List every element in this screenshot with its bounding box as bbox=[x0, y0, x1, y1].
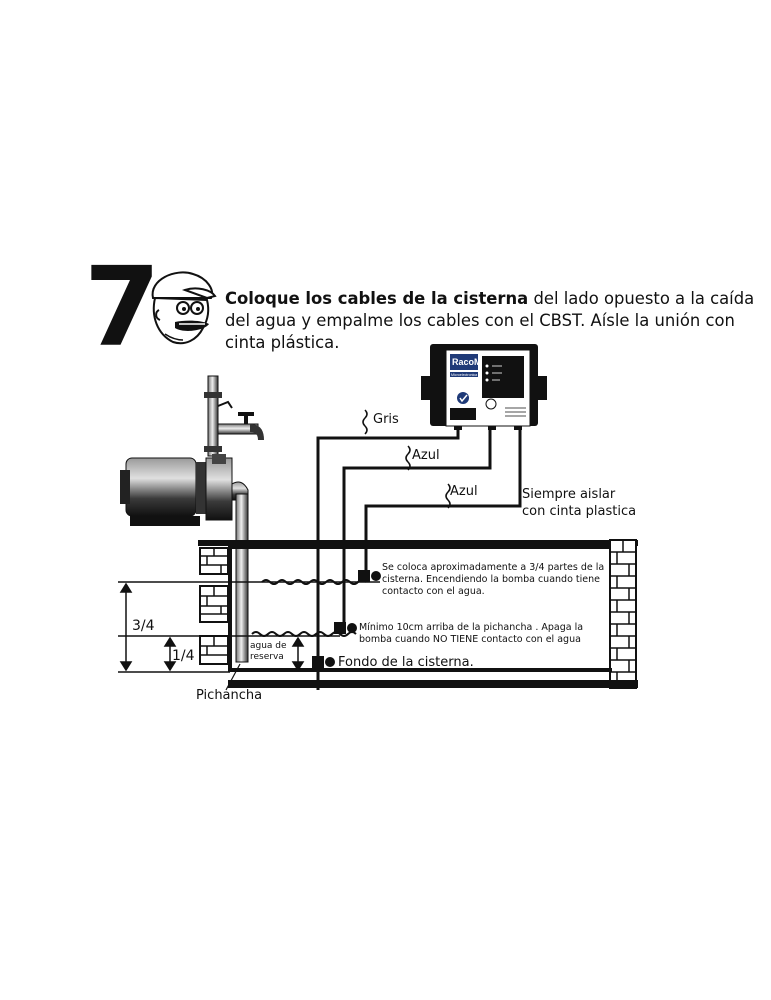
label-siempre-aislar: Siempre aislar con cinta plastica bbox=[522, 487, 637, 519]
label-azul-1: Azul bbox=[412, 448, 440, 463]
label-one-quarter: 1/4 bbox=[172, 648, 195, 664]
label-sensor-top: Se coloca aproximadamente a 3/4 partes d… bbox=[382, 562, 605, 597]
controller-brand: RacoM bbox=[452, 357, 482, 367]
sensors bbox=[312, 570, 381, 668]
right-brick-wall bbox=[609, 539, 637, 689]
instruction-text: Coloque los cables de la cisterna del la… bbox=[225, 288, 755, 354]
worker-mascot-icon bbox=[151, 271, 217, 345]
label-agua-reserva: agua de reserva bbox=[250, 641, 287, 662]
instruction-rest: del lado opuesto a la caída del agua y e… bbox=[225, 289, 755, 352]
pump bbox=[120, 454, 249, 526]
pipe-tap bbox=[204, 375, 264, 457]
label-gris: Gris bbox=[373, 412, 399, 427]
wires bbox=[316, 430, 522, 690]
step-number: 7 bbox=[84, 243, 161, 371]
label-pichancha: Pichancha bbox=[196, 688, 263, 703]
controller-sub: Microelectronica bbox=[451, 373, 477, 377]
label-sensor-bottom: Fondo de la cisterna. bbox=[338, 655, 474, 670]
label-three-quarters: 3/4 bbox=[132, 618, 155, 634]
controller-box bbox=[421, 344, 547, 430]
label-azul-2: Azul bbox=[450, 484, 478, 499]
level-arrows bbox=[119, 582, 305, 672]
label-sensor-middle: Mínimo 10cm arriba de la pichancha . Apa… bbox=[359, 622, 584, 645]
instruction-bold: Coloque los cables de la cisterna bbox=[225, 289, 529, 308]
